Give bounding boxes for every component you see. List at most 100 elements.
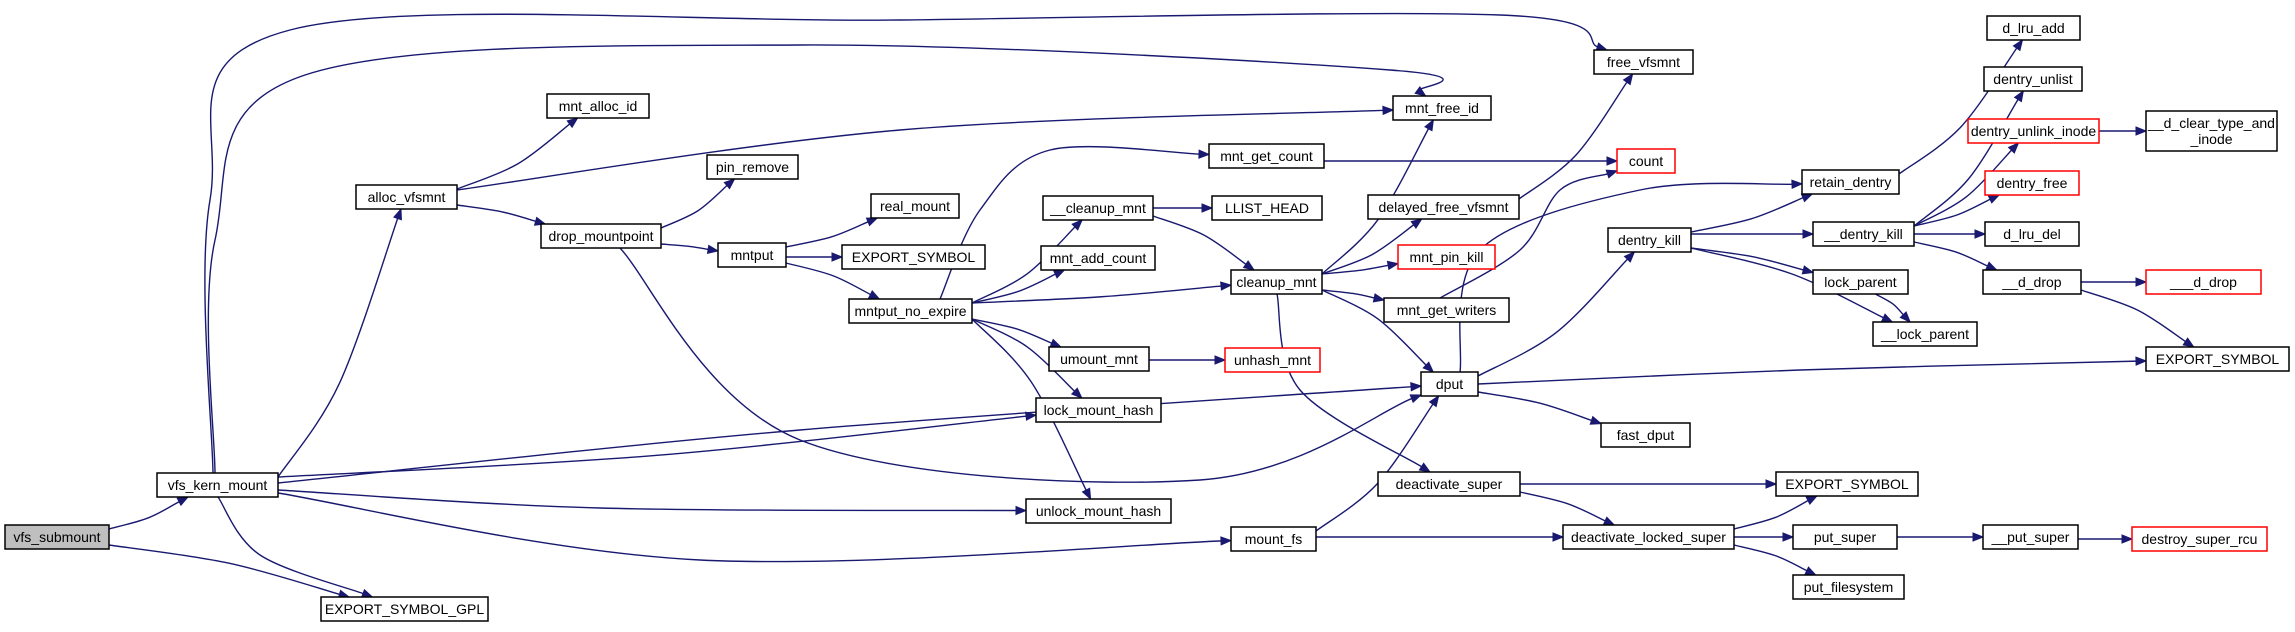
node-mnt-add-count[interactable]: mnt_add_count (1040, 245, 1156, 271)
edge-delayed-free-vfsmnt-to-free-vfsmnt (1518, 72, 1634, 200)
node-cleanup-mnt[interactable]: cleanup_mnt (1230, 269, 1323, 295)
node-label: mntput (731, 247, 774, 263)
node-vfs-kern-mount[interactable]: vfs_kern_mount (156, 472, 279, 498)
node-unlock-mount-hash[interactable]: unlock_mount_hash (1025, 498, 1172, 524)
node-put-filesystem[interactable]: put_filesystem (1792, 574, 1905, 600)
node-d-clear-type-and-inode[interactable]: __d_clear_type_and_inode (2145, 110, 2278, 152)
node-umount-mnt[interactable]: umount_mnt (1048, 346, 1150, 372)
node-lock-parent[interactable]: __lock_parent (1872, 321, 1978, 347)
edge-mount-fs-to-deactivate-locked-super (1316, 532, 1565, 542)
edge-put-super-to-destroy-super-rcu (2078, 534, 2134, 544)
node-count[interactable]: count (1616, 148, 1676, 174)
edge-lock-parent-to-lock-parent (1875, 293, 1912, 323)
node-mnt-alloc-id[interactable]: mnt_alloc_id (546, 93, 650, 119)
node-d-drop[interactable]: __d_drop (1982, 269, 2082, 295)
edge-drop-mountpoint-to-pin-remove (660, 178, 736, 229)
arrowhead-icon (706, 244, 720, 254)
edge-put-super-to-put-super (1897, 532, 1985, 542)
node-dentry-unlink-inode[interactable]: dentry_unlink_inode (1967, 118, 2100, 144)
node-mnt-get-writers[interactable]: mnt_get_writers (1383, 297, 1510, 323)
node-mnt-get-count[interactable]: mnt_get_count (1208, 143, 1325, 169)
node-d-lru-del[interactable]: d_lru_del (1984, 221, 2080, 247)
node-destroy-super-rcu[interactable]: destroy_super_rcu (2131, 526, 2268, 552)
node-mntput-no-expire[interactable]: mntput_no_expire (848, 298, 973, 324)
node-box (870, 193, 960, 219)
arrowhead-icon (533, 216, 547, 226)
node-EXPORT-SYMBOL-3[interactable]: EXPORT_SYMBOL (2145, 346, 2290, 372)
edge-retain-dentry-to-d-lru-add (1898, 38, 2024, 175)
node-vfs-submount[interactable]: vfs_submount (4, 524, 110, 550)
node-unhash-mnt[interactable]: unhash_mnt (1224, 347, 1321, 373)
node-dentry-free[interactable]: dentry_free (1984, 170, 2080, 196)
node-box (1042, 195, 1154, 221)
edge-line (207, 44, 1444, 474)
node-mnt-free-id[interactable]: mnt_free_id (1392, 95, 1492, 121)
node-box (4, 524, 110, 550)
node-put-super[interactable]: __put_super (1982, 524, 2079, 550)
node-pin-remove[interactable]: pin_remove (706, 154, 799, 180)
node-label: mnt_pin_kill (1410, 249, 1484, 265)
node-label: EXPORT_SYMBOL_GPL (325, 601, 484, 617)
node-label: dentry_unlink_inode (1971, 123, 2097, 139)
node-d-lru-add[interactable]: d_lru_add (1986, 15, 2081, 41)
arrowhead-icon (1428, 394, 1440, 408)
edge-cleanup-mnt-to-cleanup-mnt (1152, 215, 1256, 271)
arrowhead-icon (1052, 269, 1066, 279)
edge-line (277, 385, 1413, 484)
node-box (1607, 227, 1692, 253)
node-mntput[interactable]: mntput (717, 242, 787, 268)
arrowhead-icon (1070, 387, 1083, 399)
node-LLIST-HEAD[interactable]: LLIST_HEAD (1211, 195, 1323, 221)
arrowhead-icon (1801, 265, 1815, 275)
node-dput[interactable]: dput (1420, 371, 1479, 397)
node-real-mount[interactable]: real_mount (870, 193, 960, 219)
edge-line (1519, 491, 1607, 522)
edge-dentry-kill-to-lock-parent (1690, 247, 1815, 275)
node-label: pin_remove (716, 159, 789, 175)
node-delayed-free-vfsmnt[interactable]: delayed_free_vfsmnt (1367, 194, 1520, 220)
node-d-drop[interactable]: ___d_drop (2145, 269, 2262, 295)
edge-alloc-vfsmnt-to-mnt-alloc-id (456, 117, 579, 190)
node-dentry-kill[interactable]: dentry_kill (1607, 227, 1692, 253)
node-mnt-pin-kill[interactable]: mnt_pin_kill (1397, 244, 1496, 270)
node-fast-dput[interactable]: fast_dput (1600, 422, 1691, 448)
edge-line (277, 217, 399, 478)
node-free-vfsmnt[interactable]: free_vfsmnt (1593, 49, 1694, 75)
node-label: alloc_vfsmnt (368, 189, 446, 205)
node-EXPORT-SYMBOL-GPL[interactable]: EXPORT_SYMBOL_GPL (320, 596, 489, 622)
node-label: unlock_mount_hash (1036, 503, 1161, 519)
node-box (1040, 245, 1156, 271)
node-label: dput (1436, 376, 1463, 392)
edge-line (971, 318, 1076, 393)
edge-dput-to-EXPORT-SYMBOL-3 (1477, 356, 2148, 385)
edge-deactivate-locked-super-to-put-super (1734, 532, 1795, 542)
node-box (1986, 15, 2081, 41)
node-label: _inode (2189, 131, 2232, 147)
node-retain-dentry[interactable]: retain_dentry (1801, 169, 1900, 195)
node-box (1035, 397, 1162, 423)
edge-line (456, 204, 537, 223)
edge-line (971, 225, 1077, 304)
node-mount-fs[interactable]: mount_fs (1230, 526, 1317, 552)
node-deactivate-locked-super[interactable]: deactivate_locked_super (1562, 524, 1735, 550)
node-dentry-unlist[interactable]: dentry_unlist (1983, 66, 2083, 92)
node-put-super[interactable]: put_super (1792, 524, 1898, 550)
node-drop-mountpoint[interactable]: drop_mountpoint (540, 223, 662, 249)
node-cleanup-mnt[interactable]: __cleanup_mnt (1042, 195, 1154, 221)
arrowhead-icon (1589, 415, 1603, 425)
node-lock-mount-hash[interactable]: lock_mount_hash (1035, 397, 1162, 423)
edge-alloc-vfsmnt-to-mnt-free-id (456, 105, 1395, 191)
arrowhead-icon (566, 117, 579, 129)
node-alloc-vfsmnt[interactable]: alloc_vfsmnt (355, 184, 458, 210)
node-deactivate-super[interactable]: deactivate_super (1377, 471, 1521, 497)
node-lock-parent[interactable]: lock_parent (1812, 269, 1909, 295)
arrowhead-icon (1800, 193, 1814, 203)
node-box (1984, 221, 2080, 247)
node-EXPORT-SYMBOL-2[interactable]: EXPORT_SYMBOL (1775, 471, 1919, 497)
node-box (1392, 95, 1492, 121)
node-dentry-kill[interactable]: __dentry_kill (1812, 221, 1915, 247)
node-label: mount_fs (1245, 531, 1303, 547)
edge-alloc-vfsmnt-to-drop-mountpoint (456, 204, 547, 226)
node-EXPORT-SYMBOL-1[interactable]: EXPORT_SYMBOL (841, 244, 986, 270)
arrowhead-icon (1622, 72, 1634, 86)
